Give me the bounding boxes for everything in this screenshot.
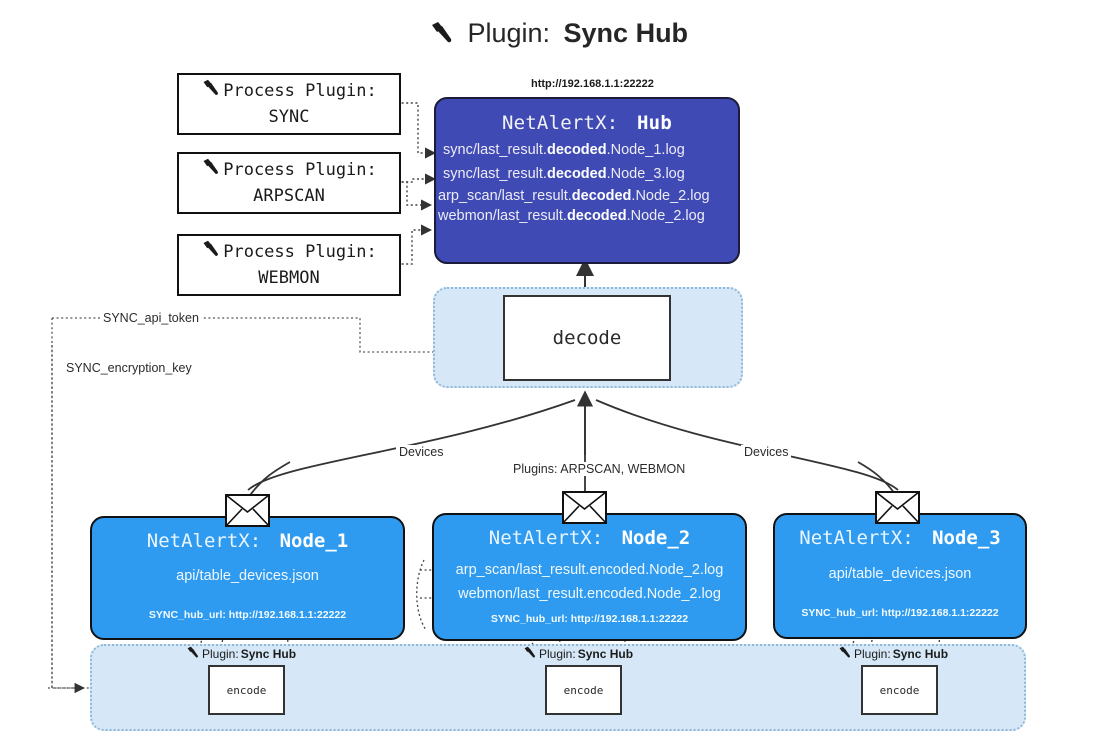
process-plugin-label: Process Plugin:: [223, 81, 377, 102]
sync-encryption-key-label: SYNC_encryption_key: [63, 361, 195, 375]
node-log-line: api/table_devices.json: [176, 568, 319, 584]
process-plugin-name: ARPSCAN: [253, 185, 325, 206]
node-title: NetAlertX: Node_2: [488, 527, 691, 549]
process-plugin-arpscan[interactable]: Process Plugin: ARPSCAN: [177, 152, 401, 214]
node-log-line: api/table_devices.json: [828, 566, 972, 582]
hub-url-label: http://192.168.1.1:22222: [531, 78, 654, 90]
hub-node[interactable]: NetAlertX: Hub sync/last_result.decoded.…: [434, 97, 740, 264]
plug-icon: [201, 79, 221, 105]
plug-icon: [429, 21, 455, 52]
encoder-plugin-label-1: Plugin: Sync Hub: [186, 646, 296, 662]
encoder-plugin-label-3: Plugin: Sync Hub: [838, 646, 948, 662]
decode-box[interactable]: decode: [503, 295, 671, 381]
plug-icon: [838, 646, 852, 662]
plugins-center-label: Plugins: ARPSCAN, WEBMON: [510, 462, 689, 476]
hub-log-line: webmon/last_result.decoded.Node_2.log: [438, 208, 705, 224]
hub-title-name: Hub: [637, 112, 672, 134]
node-log-line: webmon/last_result.encoded.Node_2.log: [458, 586, 721, 602]
encode-label: encode: [563, 683, 604, 697]
encoder-plugin-label-2: Plugin: Sync Hub: [523, 646, 633, 662]
envelope-icon: [875, 491, 920, 529]
title-prefix: Plugin:: [467, 18, 551, 48]
node-footer: SYNC_hub_url: http://192.168.1.1:22222: [148, 609, 347, 621]
encode-label: encode: [226, 683, 267, 697]
encode-box-1[interactable]: encode: [208, 665, 285, 715]
hub-title-prefix: NetAlertX:: [502, 112, 619, 134]
process-plugin-label: Process Plugin:: [223, 242, 377, 263]
node-title: NetAlertX: Node_3: [799, 527, 1001, 549]
hub-log-line: sync/last_result.decoded.Node_3.log: [443, 166, 685, 182]
encode-box-2[interactable]: encode: [545, 665, 622, 715]
process-plugin-name: WEBMON: [258, 267, 320, 288]
plug-icon: [201, 158, 221, 184]
envelope-icon: [225, 494, 270, 532]
plug-icon: [201, 240, 221, 266]
node-log-line: arp_scan/last_result.encoded.Node_2.log: [455, 562, 724, 578]
process-plugin-name: SYNC: [268, 106, 310, 127]
process-plugin-label: Process Plugin:: [223, 160, 377, 181]
process-plugin-webmon[interactable]: Process Plugin: WEBMON: [177, 234, 401, 296]
encode-box-3[interactable]: encode: [861, 665, 938, 715]
hub-log-line: sync/last_result.decoded.Node_1.log: [443, 142, 685, 158]
sync-api-token-label: SYNC_api_token: [100, 311, 202, 325]
node-title: NetAlertX: Node_1: [146, 530, 349, 552]
hub-log-line: arp_scan/last_result.decoded.Node_2.log: [438, 188, 710, 204]
page-title: Plugin: Sync Hub: [0, 18, 1117, 52]
process-plugin-sync[interactable]: Process Plugin: SYNC: [177, 73, 401, 135]
plug-icon: [523, 646, 537, 662]
envelope-icon: [562, 491, 607, 529]
node-1[interactable]: NetAlertX: Node_1 api/table_devices.json…: [90, 516, 405, 640]
title-name: Sync Hub: [563, 18, 689, 48]
node-footer: SYNC_hub_url: http://192.168.1.1:22222: [801, 607, 999, 619]
hub-title: NetAlertX: Hub: [436, 112, 738, 134]
node-footer: SYNC_hub_url: http://192.168.1.1:22222: [490, 613, 689, 625]
plug-icon: [186, 646, 200, 662]
decode-label: decode: [552, 327, 622, 349]
devices-right-label: Devices: [741, 445, 792, 459]
node-2[interactable]: NetAlertX: Node_2 arp_scan/last_result.e…: [432, 513, 747, 641]
node-3[interactable]: NetAlertX: Node_3 api/table_devices.json…: [773, 513, 1027, 639]
devices-left-label: Devices: [396, 445, 447, 459]
encode-label: encode: [879, 683, 920, 697]
